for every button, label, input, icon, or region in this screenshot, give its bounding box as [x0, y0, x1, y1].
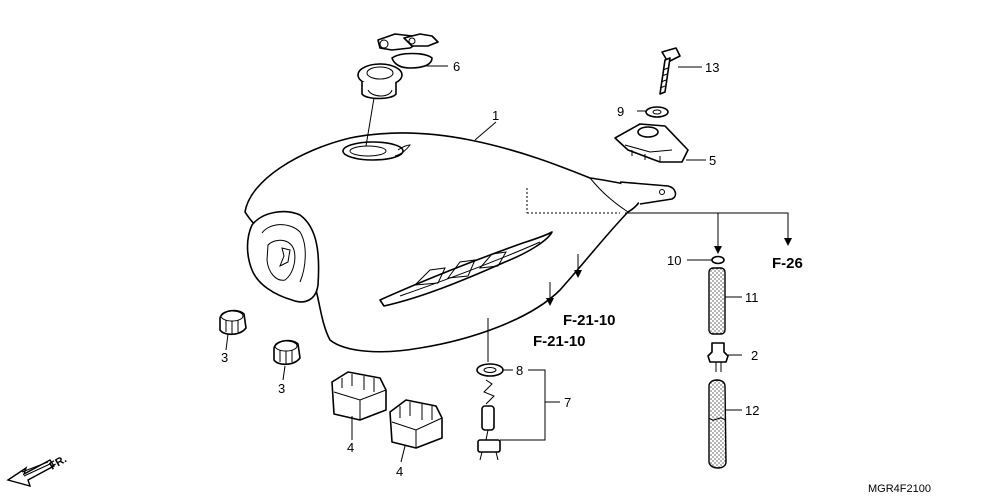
callout-2: 2 — [751, 348, 758, 363]
leader-lines — [225, 65, 742, 463]
callout-5: 5 — [709, 153, 716, 168]
ref-f2110-upper: F-21-10 — [563, 312, 616, 329]
rubber-4-lower — [389, 399, 443, 449]
callout-4-lower: 4 — [396, 464, 403, 479]
tube-joint — [707, 342, 729, 372]
fuel-unit — [477, 379, 501, 461]
bolt — [659, 47, 681, 95]
callout-3-upper: 3 — [221, 350, 228, 365]
o-ring — [476, 363, 504, 377]
callout-11: 11 — [745, 290, 759, 305]
washer — [645, 106, 669, 118]
tube-clip — [711, 255, 725, 265]
rubber-4-upper — [331, 371, 387, 421]
breather-tube-12 — [708, 379, 727, 469]
callout-1: 1 — [492, 108, 499, 123]
direction-label: FR. — [48, 453, 69, 472]
reference-lines — [526, 188, 792, 306]
callout-8: 8 — [516, 363, 523, 378]
setting-plate — [614, 123, 689, 163]
rubber-3-lower — [273, 339, 301, 366]
callout-9: 9 — [617, 104, 624, 119]
callout-13: 13 — [705, 60, 719, 75]
callout-4-upper: 4 — [347, 440, 354, 455]
ref-f26: F-26 — [772, 255, 803, 272]
callout-12: 12 — [745, 403, 759, 418]
rubber-3-upper — [219, 309, 247, 336]
breather-tube-11 — [708, 267, 726, 335]
diagram-code: MGR4F2100 — [868, 483, 931, 495]
fuel-cap-with-keys — [357, 33, 439, 100]
callout-3-lower: 3 — [278, 381, 285, 396]
callout-10: 10 — [667, 253, 681, 268]
callout-6: 6 — [453, 59, 460, 74]
fuel-tank — [244, 132, 677, 353]
ref-f2110-lower: F-21-10 — [533, 333, 586, 350]
front-direction-arrow-icon — [6, 459, 56, 488]
callout-7: 7 — [564, 395, 571, 410]
